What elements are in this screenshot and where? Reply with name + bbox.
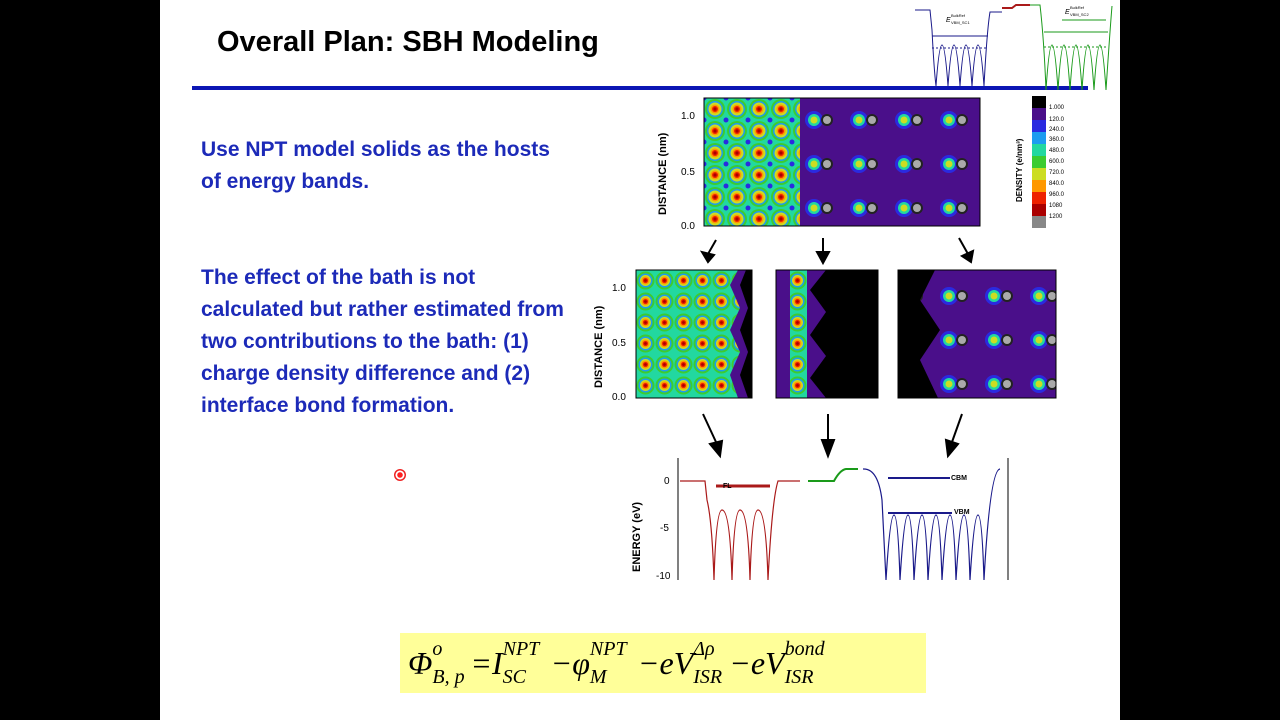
svg-text:DISTANCE (nm): DISTANCE (nm) xyxy=(657,132,669,215)
svg-text:480.0: 480.0 xyxy=(1049,148,1065,154)
formula-phi-m-sub: M xyxy=(589,666,607,688)
arrows-to-components xyxy=(699,237,975,266)
svg-text:BulkRef: BulkRef xyxy=(951,13,966,18)
svg-text:CBM: CBM xyxy=(951,475,967,482)
svg-text:DISTANCE (nm): DISTANCE (nm) xyxy=(593,305,605,388)
band-thumbnail: E BulkRef VBM_SC1 E BulkRef VBM_SC2 xyxy=(915,4,1113,91)
formula-minus-3: − xyxy=(729,645,751,681)
formula-v2-sub: ISR xyxy=(784,666,814,688)
formula-phi-sub: B, p xyxy=(432,666,465,688)
svg-text:-10: -10 xyxy=(656,571,671,582)
svg-text:-5: -5 xyxy=(660,523,669,534)
top-density-map: 1.0 0.5 0.0 DISTANCE (nm) xyxy=(657,97,981,232)
svg-text:E: E xyxy=(1065,9,1070,16)
svg-text:BulkRef: BulkRef xyxy=(1070,5,1085,10)
laser-pointer-icon xyxy=(394,469,406,481)
svg-text:600.0: 600.0 xyxy=(1049,159,1065,165)
formula-phi-sup: o xyxy=(432,638,443,660)
svg-text:0: 0 xyxy=(664,476,670,487)
svg-text:E: E xyxy=(946,17,951,24)
svg-text:1.0: 1.0 xyxy=(612,283,626,294)
slide-title: Overall Plan: SBH Modeling xyxy=(217,26,599,58)
formula-v2-sup: bond xyxy=(784,638,825,660)
svg-text:240.0: 240.0 xyxy=(1049,127,1065,133)
top-density-yaxis: 1.0 0.5 0.0 DISTANCE (nm) xyxy=(657,111,695,232)
title-divider xyxy=(192,86,1088,90)
svg-text:0.5: 0.5 xyxy=(612,338,626,349)
svg-text:DENSITY (e/nm³): DENSITY (e/nm³) xyxy=(1015,138,1024,202)
formula-ev-1: eV xyxy=(659,645,694,681)
arrows-to-energy xyxy=(702,413,963,459)
svg-text:VBM_SC1: VBM_SC1 xyxy=(951,20,970,25)
svg-text:1.0: 1.0 xyxy=(681,111,695,122)
svg-text:FL: FL xyxy=(723,483,732,490)
svg-text:VBM: VBM xyxy=(954,509,970,516)
slide: Overall Plan: SBH Modeling Use NPT model… xyxy=(160,0,1120,720)
density-colorbar: 1.000 120.0 240.0 360.0 480.0 600.0 720.… xyxy=(1015,96,1065,228)
formula-i: I xyxy=(491,645,503,681)
svg-text:1080: 1080 xyxy=(1049,203,1063,209)
lower-density-yaxis: 1.0 0.5 0.0 DISTANCE (nm) xyxy=(593,283,626,403)
formula-phi-m-sup: NPT xyxy=(589,638,627,660)
svg-text:120.0: 120.0 xyxy=(1049,117,1065,123)
paragraph-npt: Use NPT model solids as the hosts of ene… xyxy=(201,138,550,193)
svg-text:1200: 1200 xyxy=(1049,214,1063,220)
svg-text:0.0: 0.0 xyxy=(612,392,626,403)
svg-text:0.5: 0.5 xyxy=(681,167,695,178)
formula-equals: = xyxy=(470,645,492,681)
paragraph-bath: The effect of the bath is not calculated… xyxy=(201,266,564,417)
svg-text:960.0: 960.0 xyxy=(1049,192,1065,198)
svg-text:ENERGY (eV): ENERGY (eV) xyxy=(631,502,643,572)
formula-minus-2: − xyxy=(637,645,660,681)
formula-v1-sub: ISR xyxy=(693,666,723,688)
formula-v1-sup: Δρ xyxy=(693,638,715,660)
svg-text:0.0: 0.0 xyxy=(681,221,695,232)
formula-phi: Φ xyxy=(408,645,433,681)
formula-ev-2: eV xyxy=(750,645,785,681)
energy-diagram: 0 -5 -10 ENERGY (eV) FL CBM VBM xyxy=(631,458,1009,582)
svg-text:VBM_SC2: VBM_SC2 xyxy=(1070,12,1089,17)
formula-minus-1: − xyxy=(550,645,573,681)
svg-text:720.0: 720.0 xyxy=(1049,170,1065,176)
svg-text:360.0: 360.0 xyxy=(1049,137,1065,143)
formula-i-sub: SC xyxy=(502,666,526,688)
figure-panel: 1.0 0.5 0.0 DISTANCE (nm) 1.000 120.0 24… xyxy=(593,4,1113,582)
svg-text:840.0: 840.0 xyxy=(1049,181,1065,187)
lower-density-maps: 1.0 0.5 0.0 DISTANCE (nm) xyxy=(593,269,1057,403)
formula-phi-m: φ xyxy=(572,645,590,681)
formula-i-sup: NPT xyxy=(502,638,540,660)
svg-text:1.000: 1.000 xyxy=(1049,105,1065,111)
